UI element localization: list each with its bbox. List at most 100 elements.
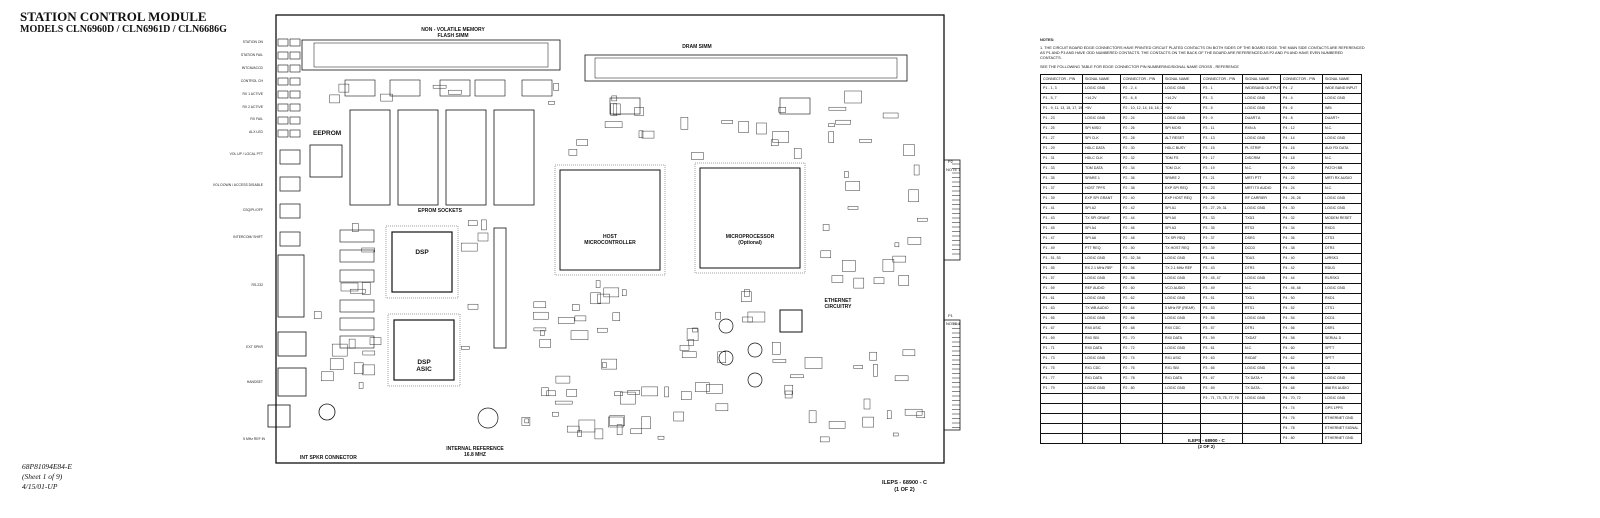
table-cell: P3 - 57 xyxy=(1200,323,1243,334)
table-cell: HDLC CLK xyxy=(1082,153,1121,164)
table-cell: RX1 CDC xyxy=(1082,363,1121,374)
table-cell: P2 - 72 xyxy=(1120,343,1163,354)
table-cell: LOGIC GND xyxy=(1322,133,1362,144)
table-cell: P4 - 46, 48 xyxy=(1280,283,1323,294)
front-panel-label: STATION FAIL xyxy=(241,53,263,57)
table-cell: P1 - 37 xyxy=(1040,183,1083,194)
table-cell xyxy=(1200,413,1243,424)
doc-number: 68P81094E84-E xyxy=(22,462,72,471)
table-cell: P3 - 61 xyxy=(1200,343,1243,354)
table-cell: LOGIC GND xyxy=(1322,373,1362,384)
table-cell: P3 - 23 xyxy=(1200,183,1243,194)
front-panel-label: STATION ON xyxy=(243,40,264,44)
table-cell: N.C. xyxy=(1322,123,1362,134)
table-reference: ILEPS - 68900 - C (2 OF 2) xyxy=(1188,438,1225,450)
table-cell: LOGIC GND xyxy=(1322,393,1362,404)
table-cell: P2 - 50 xyxy=(1120,243,1163,254)
handset-jack xyxy=(277,367,307,397)
table-cell: P2 - 70 xyxy=(1120,333,1163,344)
table-cell: P4 - 60 xyxy=(1280,343,1323,354)
table-cell: DSR3 xyxy=(1242,233,1281,244)
table-cell: P3 - 3 xyxy=(1200,93,1243,104)
table-cell: SPTT xyxy=(1322,343,1362,354)
table-header-cell: SIGNAL NAME xyxy=(1242,74,1281,84)
table-cell: P4 - 56 xyxy=(1280,323,1323,334)
table-cell xyxy=(1082,413,1121,424)
table-cell: 858 RX AUDIO xyxy=(1322,383,1362,394)
table-cell: P4 - 16 xyxy=(1280,143,1323,154)
table-cell: LOGIC GND xyxy=(1162,293,1201,304)
table-cell: P1 - 47 xyxy=(1040,233,1083,244)
table-cell: MRTI RX AUDIO xyxy=(1322,173,1362,184)
table-header-cell: SIGNAL NAME xyxy=(1162,74,1201,84)
table-cell xyxy=(1200,423,1243,434)
table-cell: LOGIC GND xyxy=(1162,273,1201,284)
front-panel-label: RS-232 xyxy=(252,283,264,287)
table-cell: P2 - 30 xyxy=(1120,143,1163,154)
edge-connector-p2 xyxy=(943,159,961,261)
table-cell: TX SPI GRANT xyxy=(1082,213,1121,224)
table-cell: SPI A6 xyxy=(1082,233,1121,244)
table-cell: RX0 SBI xyxy=(1082,333,1121,344)
table-cell: P4 - 78 xyxy=(1280,423,1323,434)
table-cell: P1 - 77 xyxy=(1040,373,1083,384)
vol-up-switch xyxy=(279,149,301,165)
table-cell: P1 - 69 xyxy=(1040,333,1083,344)
table-cell: SPI MISO xyxy=(1082,123,1121,134)
table-cell: P4 - 24 xyxy=(1280,183,1323,194)
front-panel-label: VOL UP / LOCAL PTT xyxy=(230,152,263,156)
table-cell: P2 - 58 xyxy=(1120,273,1163,284)
table-cell: TXDAT xyxy=(1242,333,1281,344)
table-cell: GPS 1PPS xyxy=(1322,403,1362,414)
table-cell: P2 - 26 xyxy=(1120,123,1163,134)
table-cell: SPARE 2 xyxy=(1162,173,1201,184)
internal-reference-label-2: 16.8 MHZ xyxy=(464,452,486,458)
dram-simm-label: DRAM SIMM xyxy=(682,44,711,50)
table-cell: LOGIC GND xyxy=(1082,353,1121,364)
table-cell: PTT REQ xyxy=(1082,243,1121,254)
table-cell: LOGIC GND xyxy=(1162,383,1201,394)
table-cell: P2 - 64 xyxy=(1120,303,1163,314)
table-cell: P3 - 53 xyxy=(1200,303,1243,314)
table-cell: P3 - 49 xyxy=(1200,283,1243,294)
led-indicator xyxy=(277,51,289,60)
vol-down-switch xyxy=(279,176,301,192)
table-cell: P4 - 34 xyxy=(1280,223,1323,234)
table-cell: P4 - 68 xyxy=(1280,383,1323,394)
table-cell: N.C. xyxy=(1322,153,1362,164)
table-cell: P1 - 65 xyxy=(1040,313,1083,324)
table-cell: ALT RESET xyxy=(1162,133,1201,144)
table-cell xyxy=(1082,393,1121,404)
front-panel-label: VOL DOWN / ACCESS DISABLE xyxy=(213,183,264,187)
table-cell: ETHERNET GND xyxy=(1322,413,1362,424)
table-cell xyxy=(1120,413,1163,424)
table-cell: P3 - 25 xyxy=(1200,193,1243,204)
table-cell: LOGIC GND xyxy=(1322,93,1362,104)
led-indicator xyxy=(277,64,289,73)
table-cell: LOGIC GND xyxy=(1242,313,1281,324)
led-indicator xyxy=(277,116,289,125)
table-cell: RXN A xyxy=(1242,123,1281,134)
table-cell: P1 - 29 xyxy=(1040,143,1083,154)
document-title: STATION CONTROL MODULE xyxy=(20,9,207,24)
table-cell: RF CARRIER xyxy=(1242,193,1281,204)
table-cell: P3 - 55 xyxy=(1200,313,1243,324)
table-cell: WIDE BAND INPUT xyxy=(1322,83,1362,94)
table-cell xyxy=(1162,423,1201,434)
table-cell: P4 - 40 xyxy=(1280,253,1323,264)
table-cell: P1 - 1, 3 xyxy=(1040,83,1083,94)
table-cell: P1 - 23 xyxy=(1040,113,1083,124)
table-cell: LOGIC GND xyxy=(1322,193,1362,204)
microprocessor-chip xyxy=(699,167,801,269)
table-cell: P3 - 67 xyxy=(1200,373,1243,384)
